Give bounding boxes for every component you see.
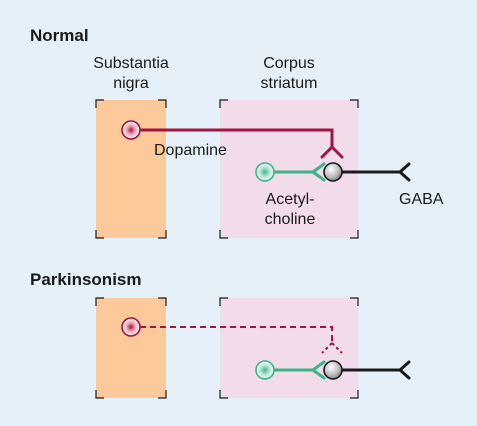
gaba-neuron-body bbox=[323, 162, 343, 182]
ach-label-line2: choline bbox=[264, 211, 316, 228]
cholinergic-neuron-body-pd bbox=[255, 360, 275, 380]
striatum-box-corners-pd bbox=[219, 297, 359, 399]
dopamine-axon-degenerated bbox=[140, 326, 333, 343]
striatum-box-corners bbox=[219, 99, 359, 239]
substantia-label-line1: Substantia bbox=[93, 55, 169, 72]
gaba-neuron-body-pd bbox=[323, 360, 343, 380]
dopamine-axon bbox=[140, 128, 334, 147]
dopamine-label: Dopamine bbox=[154, 142, 227, 159]
normal-heading: Normal bbox=[30, 26, 89, 45]
corpus-striatum-label: Corpus striatum bbox=[239, 54, 339, 94]
gaba-terminal bbox=[398, 162, 411, 182]
dopamine-terminal bbox=[320, 145, 344, 159]
corpus-label-line2: striatum bbox=[260, 75, 318, 92]
dopamine-neuron-body-pd bbox=[121, 317, 141, 337]
ach-label-line1: Acetyl- bbox=[265, 191, 315, 208]
parkinsonism-panel bbox=[95, 297, 411, 399]
substantia-nigra-label: Substantia nigra bbox=[81, 54, 181, 94]
acetylcholine-label: Acetyl- choline bbox=[250, 190, 330, 230]
normal-panel bbox=[95, 99, 411, 239]
substantia-label-line2: nigra bbox=[113, 75, 149, 92]
substantia-nigra-box-pd bbox=[96, 298, 166, 398]
gaba-label: GABA bbox=[399, 191, 444, 208]
cholinergic-terminal-pd bbox=[311, 360, 326, 380]
corpus-striatum-box-pd bbox=[220, 298, 358, 398]
corpus-label-line1: Corpus bbox=[263, 55, 315, 72]
cholinergic-terminal bbox=[311, 162, 326, 182]
substantia-box-corners-pd bbox=[95, 297, 167, 399]
dopamine-neuron-body bbox=[121, 120, 141, 140]
cholinergic-neuron-body bbox=[255, 162, 275, 182]
substantia-box-corners bbox=[95, 99, 167, 239]
parkinsonism-heading: Parkinsonism bbox=[30, 270, 142, 289]
dopamine-terminal-degenerated bbox=[321, 342, 343, 354]
gaba-terminal-pd bbox=[398, 360, 411, 380]
